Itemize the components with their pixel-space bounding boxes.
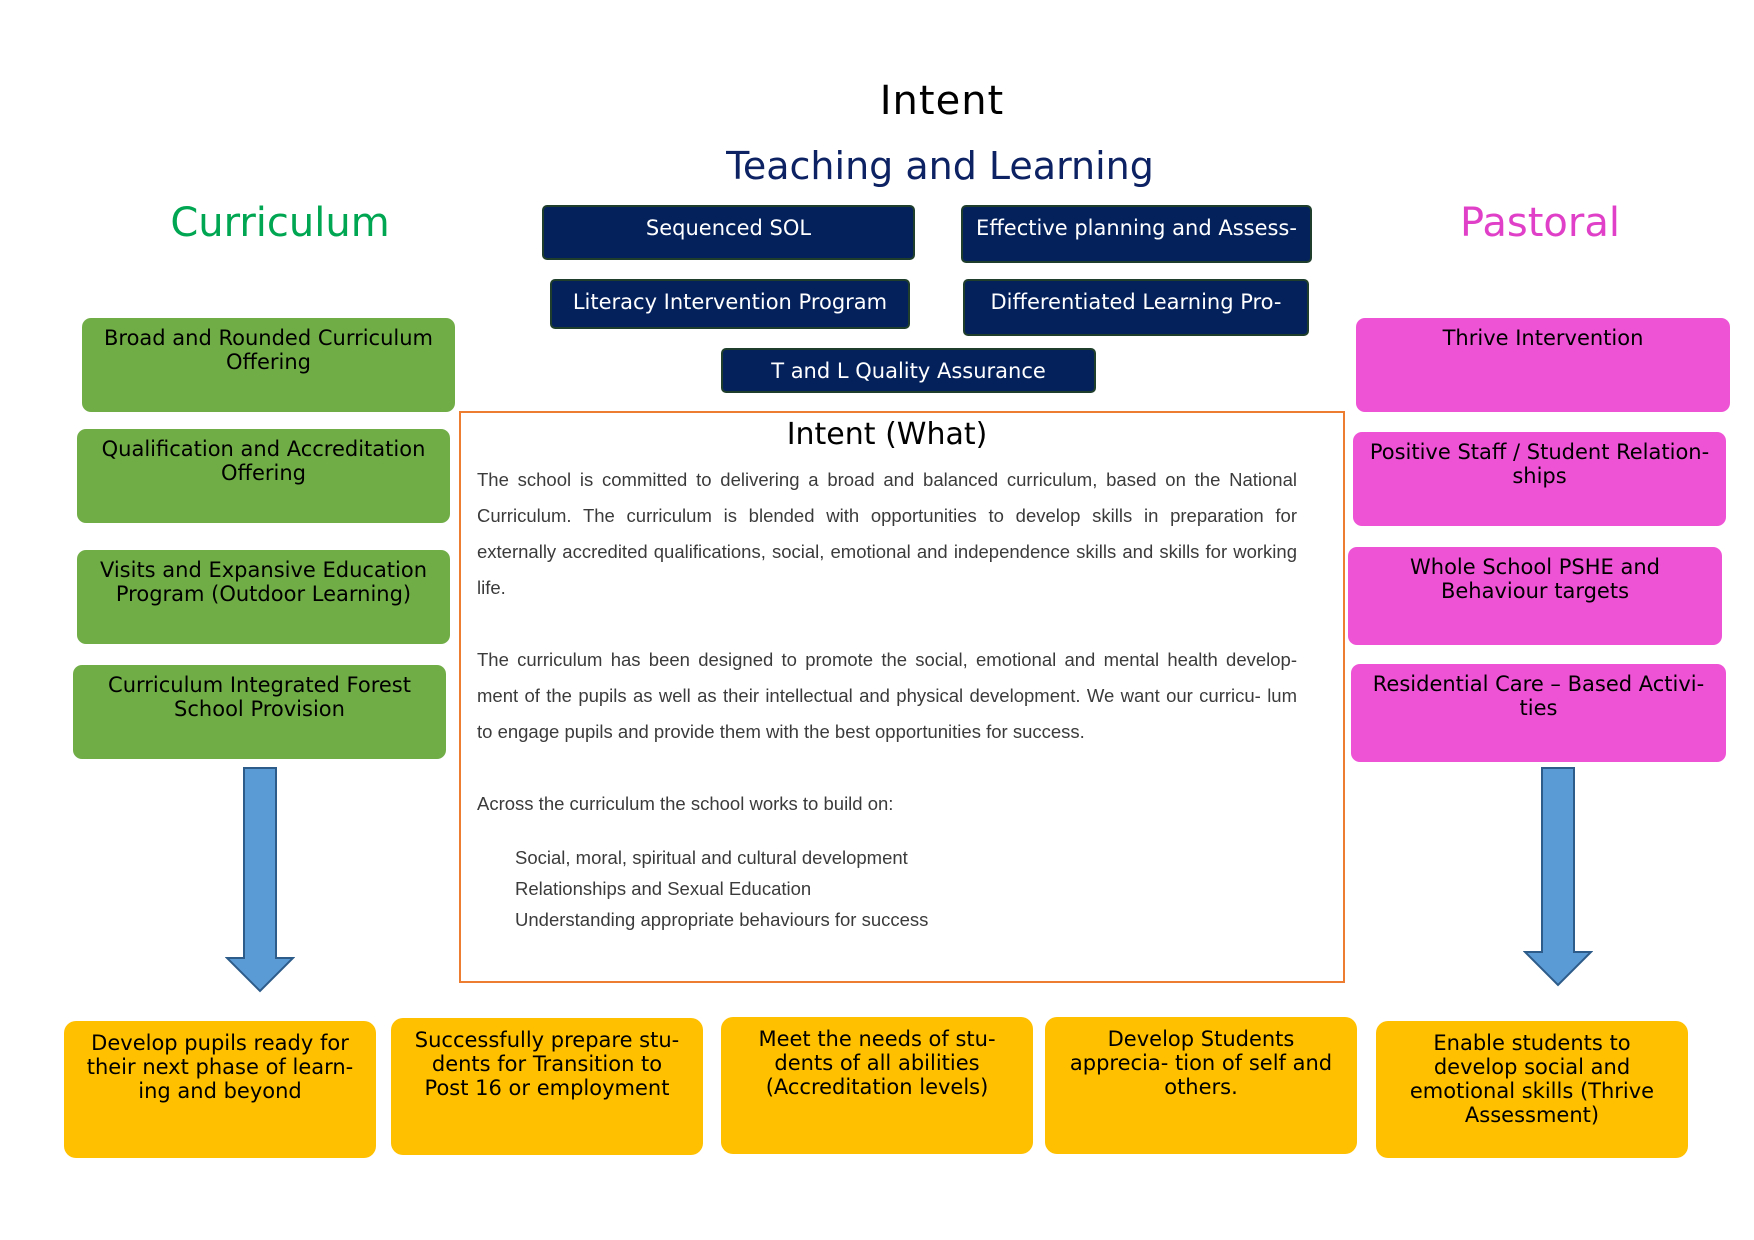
intent-panel: Intent (What) The school is committed to… bbox=[459, 411, 1345, 983]
outcome-transition-post16: Successfully prepare stu- dents for Tran… bbox=[391, 1018, 703, 1155]
teaching-box-literacy-intervention: Literacy Intervention Program bbox=[550, 279, 910, 329]
intent-bullet: Understanding appropriate behaviours for… bbox=[515, 909, 929, 930]
intent-bullet: Social, moral, spiritual and cultural de… bbox=[515, 847, 908, 868]
teaching-box-effective-planning: Effective planning and Assess- bbox=[961, 205, 1312, 263]
teaching-box-quality-assurance: T and L Quality Assurance bbox=[721, 348, 1096, 393]
intent-bullet-list: Social, moral, spiritual and cultural de… bbox=[477, 842, 1297, 935]
outcome-social-emotional-skills: Enable students to develop social and em… bbox=[1376, 1021, 1688, 1158]
pastoral-down-arrow-icon bbox=[1523, 767, 1593, 987]
curriculum-down-arrow-icon bbox=[225, 767, 295, 993]
curriculum-item-broad-rounded: Broad and Rounded Curriculum Offering bbox=[82, 318, 455, 412]
outcome-appreciation-self-others: Develop Students apprecia- tion of self … bbox=[1045, 1017, 1357, 1154]
intent-bullet: Relationships and Sexual Education bbox=[515, 878, 812, 899]
pastoral-item-thrive: Thrive Intervention bbox=[1356, 318, 1730, 412]
intent-paragraph-3: Across the curriculum the school works t… bbox=[477, 793, 894, 814]
teaching-box-differentiated-learning: Differentiated Learning Pro- bbox=[963, 279, 1309, 336]
outcome-needs-all-abilities: Meet the needs of stu- dents of all abil… bbox=[721, 1017, 1033, 1154]
pastoral-item-relationships: Positive Staff / Student Relation- ships bbox=[1353, 432, 1726, 526]
intent-paragraph-2: The curriculum has been designed to prom… bbox=[477, 649, 1297, 742]
pastoral-item-pshe: Whole School PSHE and Behaviour targets bbox=[1348, 547, 1722, 645]
curriculum-item-qualification: Qualification and Accreditation Offering bbox=[77, 429, 450, 523]
pastoral-item-residential: Residential Care – Based Activi- ties bbox=[1351, 664, 1726, 762]
teaching-box-sequenced-sol: Sequenced SOL bbox=[542, 205, 915, 260]
pastoral-heading: Pastoral bbox=[1460, 200, 1620, 246]
intent-title: Intent (What) bbox=[786, 417, 988, 452]
page-subtitle: Teaching and Learning bbox=[726, 144, 1154, 188]
curriculum-item-visits: Visits and Expansive Education Program (… bbox=[77, 550, 450, 644]
curriculum-item-forest-school: Curriculum Integrated Forest School Prov… bbox=[73, 665, 446, 759]
page-title: Intent bbox=[879, 78, 1005, 124]
curriculum-heading: Curriculum bbox=[170, 200, 390, 246]
outcome-next-phase: Develop pupils ready for their next phas… bbox=[64, 1021, 376, 1158]
intent-paragraph-1: The school is committed to delivering a … bbox=[477, 469, 1297, 598]
